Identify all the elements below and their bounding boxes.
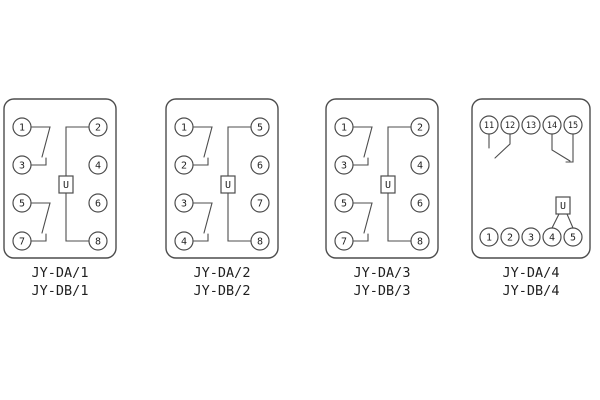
panel-4-outline [471,98,591,259]
terminal-number: 2 [417,123,423,134]
terminal-number: 2 [95,123,101,134]
terminal-number: 5 [257,123,263,134]
terminal [12,193,32,213]
terminal-number: 5 [570,233,576,244]
terminal [12,155,32,175]
terminal [174,155,194,175]
terminal-number: 3 [181,199,187,210]
coil-box [555,196,571,215]
panel-3: U 1 3 5 7 2 4 6 8 JY-DA/3 JY-DB/3 [325,98,439,299]
coil-label: U [560,201,566,212]
terminal [250,193,270,213]
terminal-number: 1 [486,233,492,244]
terminal-number: 13 [526,121,536,131]
terminal-number: 3 [19,161,25,172]
terminal [542,227,562,247]
terminal [410,155,430,175]
terminal-number: 2 [507,233,513,244]
terminal [563,115,583,135]
coil-label: U [385,180,391,191]
terminal [410,231,430,251]
terminal-number: 1 [181,123,187,134]
terminal-number: 8 [417,237,423,248]
panel-4: U 11 12 13 14 15 1 2 3 4 5 JY-DA/4 JY-DB… [471,98,591,299]
terminal [12,231,32,251]
terminal [88,193,108,213]
coil-box [380,175,396,194]
coil-label: U [225,180,231,191]
panel-2-model-label: JY-DA/2 [194,265,251,281]
coil-box [58,175,74,194]
terminal [500,115,520,135]
terminal-number: 14 [547,121,557,131]
terminal-number: 5 [341,199,347,210]
terminal [250,231,270,251]
terminal-number: 15 [568,121,578,131]
terminal-number: 3 [341,161,347,172]
panel-3-wiring [352,126,412,242]
terminal [542,115,562,135]
terminal-number: 2 [181,161,187,172]
terminal-number: 7 [341,237,347,248]
terminal-number: 8 [257,237,263,248]
terminal-number: 11 [484,121,494,131]
terminal [174,231,194,251]
coil-box [220,175,236,194]
terminal [521,115,541,135]
terminal-number: 6 [417,199,423,210]
terminal [88,231,108,251]
panel-1-wiring [30,126,90,242]
terminal-number: 4 [181,237,187,248]
terminal [12,117,32,137]
panel-4-wiring [488,133,574,229]
terminal-number: 5 [19,199,25,210]
terminal-number: 3 [528,233,534,244]
terminal [250,155,270,175]
terminal [410,193,430,213]
terminal-number: 1 [19,123,25,134]
coil-label: U [63,180,69,191]
panel-1-model-label: JY-DB/1 [32,283,89,299]
terminal-number: 4 [417,161,423,172]
terminal [174,117,194,137]
panel-3-model-label: JY-DA/3 [354,265,411,281]
panel-1: U 1 3 5 7 2 4 6 8 JY-DA/1 JY-DB/1 [3,98,117,299]
terminal-number: 8 [95,237,101,248]
terminal [250,117,270,137]
panel-2-model-label: JY-DB/2 [194,283,251,299]
terminal-number: 6 [257,161,263,172]
terminal [334,117,354,137]
terminal [334,155,354,175]
terminal-number: 6 [95,199,101,210]
terminal [334,231,354,251]
terminal [334,193,354,213]
panel-3-model-label: JY-DB/3 [354,283,411,299]
terminal [410,117,430,137]
terminal [479,115,499,135]
panel-4-model-label: JY-DB/4 [503,283,560,299]
terminal [88,155,108,175]
terminal-number: 12 [505,121,515,131]
terminal [174,193,194,213]
terminal [479,227,499,247]
terminal-number: 4 [549,233,555,244]
terminal [500,227,520,247]
panel-1-model-label: JY-DA/1 [32,265,89,281]
terminal [563,227,583,247]
terminal [521,227,541,247]
terminal-number: 7 [19,237,25,248]
terminal-number: 4 [95,161,101,172]
panel-2: U 1 2 3 4 5 6 7 8 JY-DA/2 JY-DB/2 [165,98,279,299]
panel-4-model-label: JY-DA/4 [503,265,560,281]
panel-2-wiring [192,126,252,242]
terminal-number: 7 [257,199,263,210]
terminal [88,117,108,137]
terminal-number: 1 [341,123,347,134]
